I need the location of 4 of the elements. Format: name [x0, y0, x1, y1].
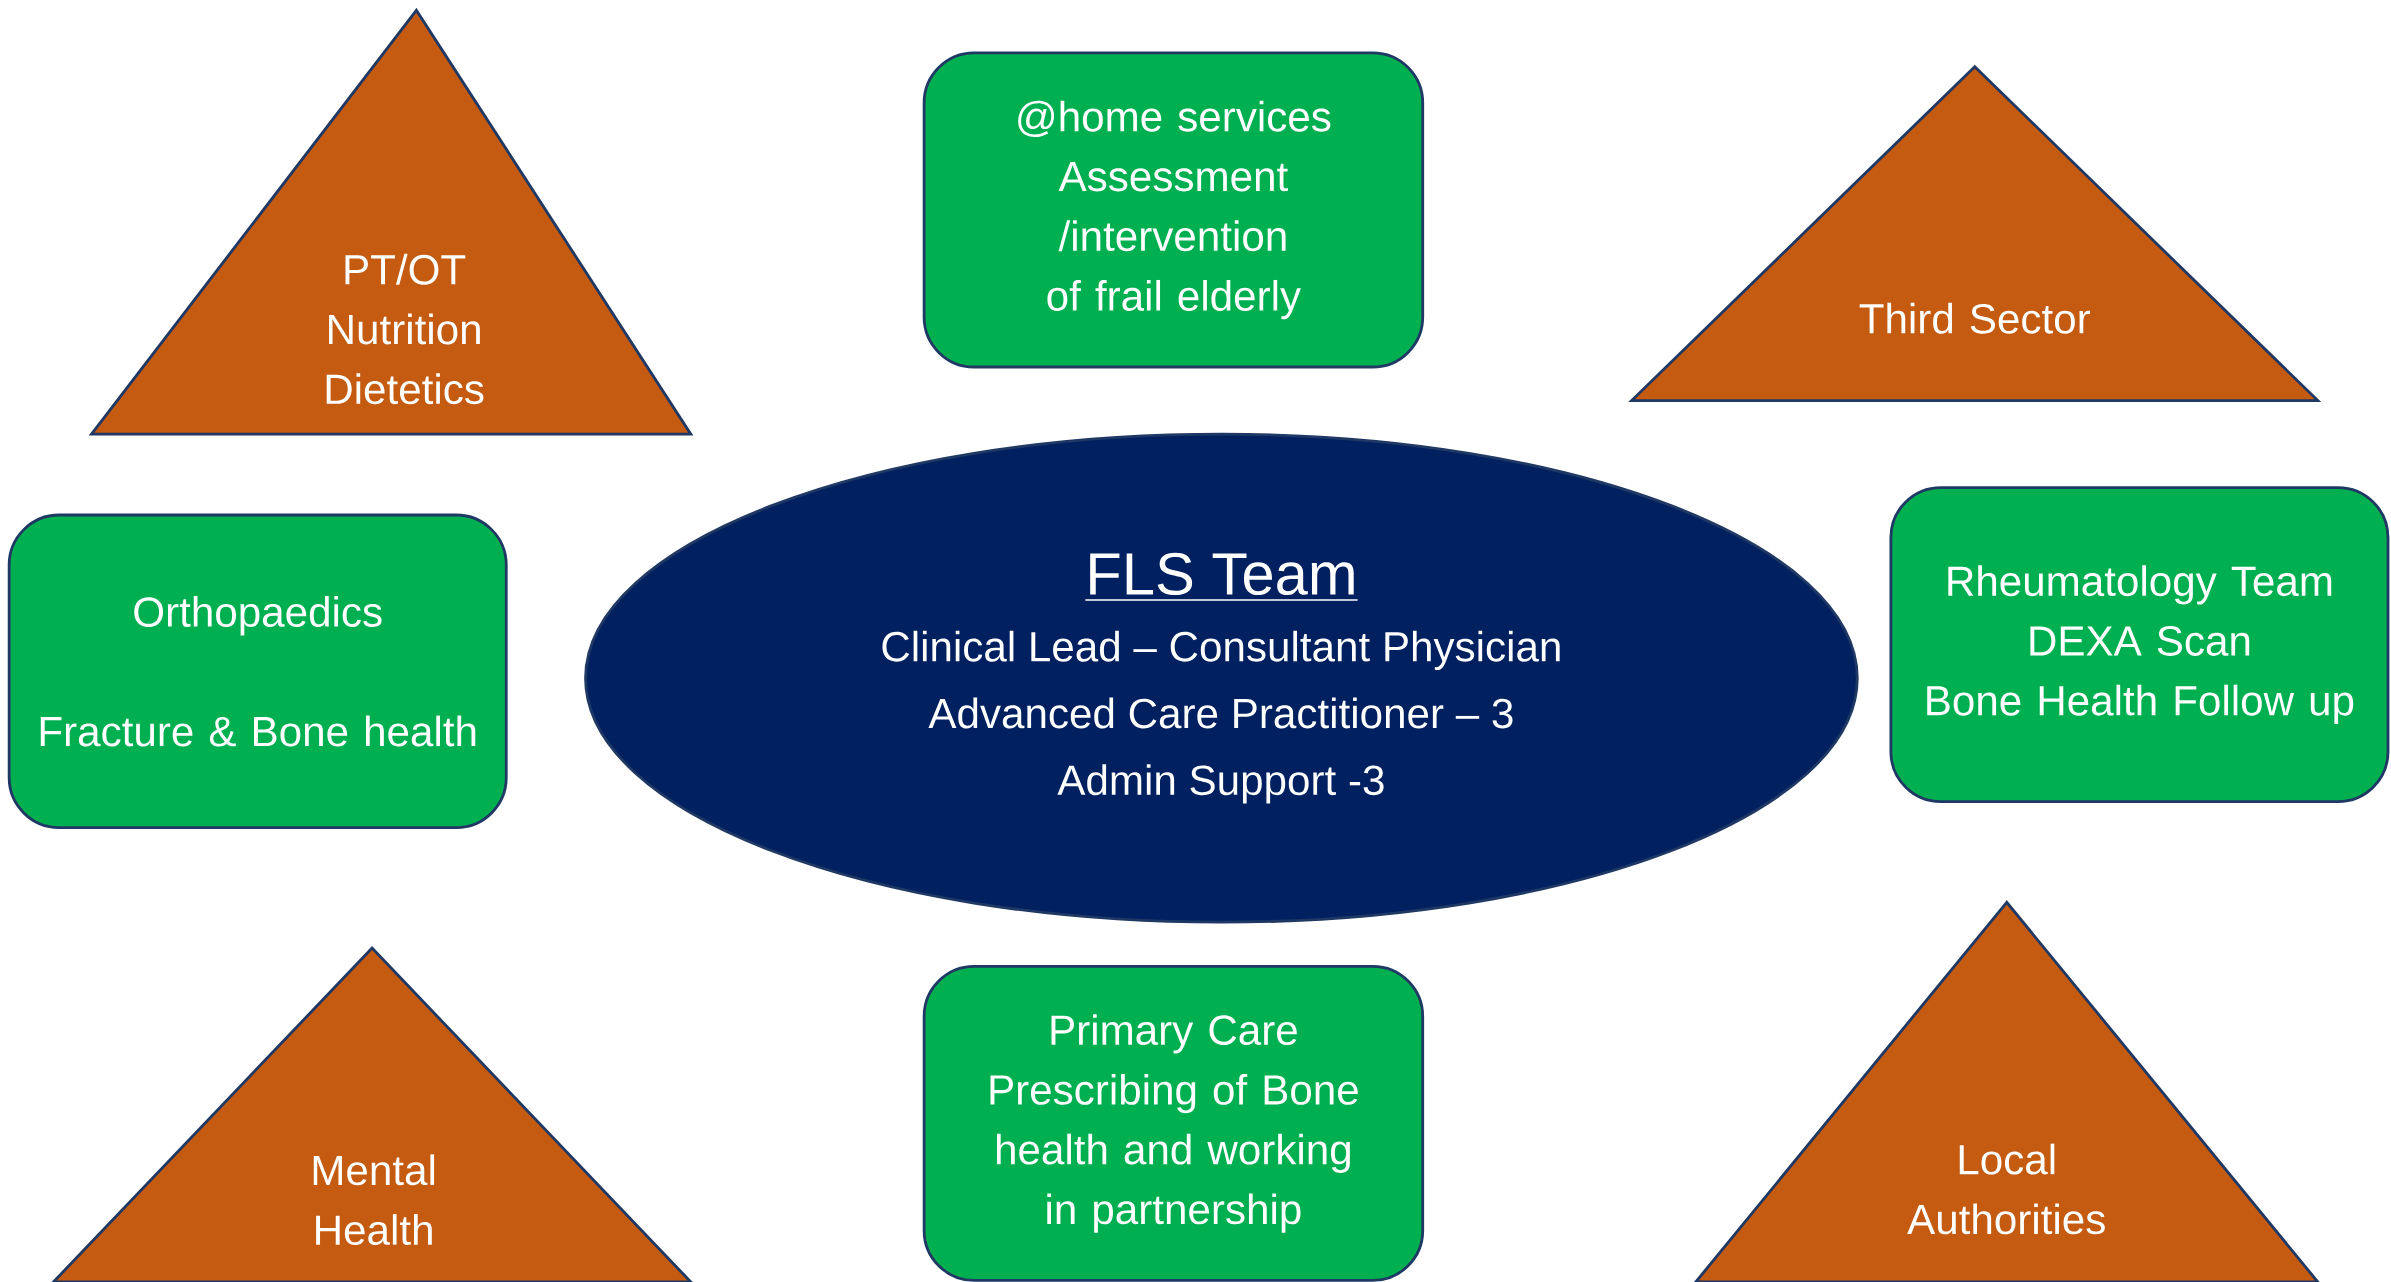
rounded-box: Rheumatology Team DEXA Scan Bone Health Follow up	[1889, 486, 2390, 804]
rounded-box: Primary Care Prescribing of Bone health and working in partnership	[922, 964, 1425, 1282]
rounded-box: Orthopaedics Fracture & Bone health	[7, 513, 508, 829]
rounded-box: @home services Assessment /intervention of frail elderly	[922, 51, 1425, 369]
